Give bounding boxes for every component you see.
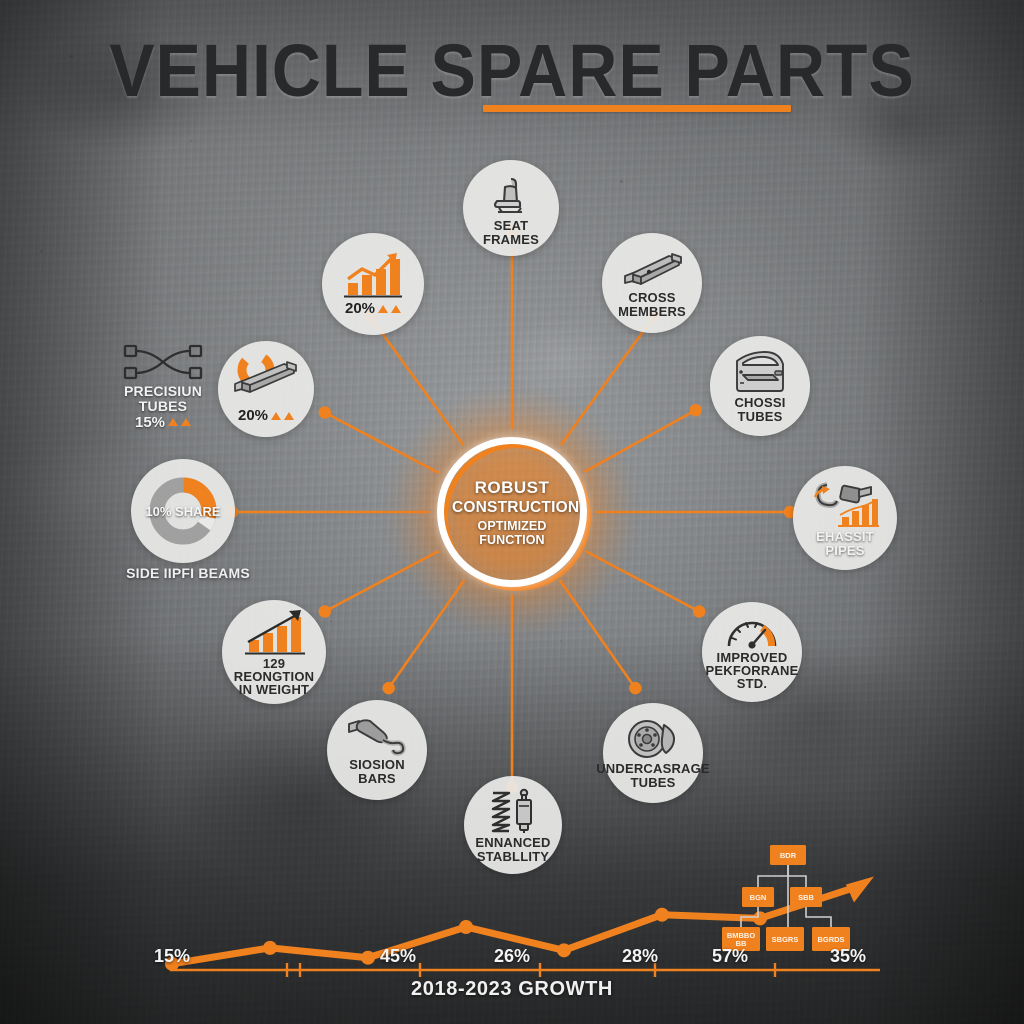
exhaust-pipe-icon	[810, 479, 880, 529]
center-hub[interactable]: ROBUST CONSTRUCTION OPTIMIZED FUNCTION	[437, 437, 587, 587]
car-door-icon	[729, 349, 791, 395]
node-ennanced-stability[interactable]: ENNANCED STABLLITY	[464, 776, 562, 874]
stat-badge: 15%	[135, 414, 191, 431]
growth-point-label: 57%	[712, 946, 748, 967]
growth-chart-axis-label: 2018-2023 GROWTH	[0, 978, 1024, 1001]
triangle-up-icon	[168, 418, 178, 426]
stat-badge: 20%	[238, 407, 294, 424]
node-label: SIOSION BARS	[327, 758, 427, 785]
node-label: 129 REONGTION IN WEIGHT	[222, 657, 326, 697]
node-chossi-tubes[interactable]: CHOSSI TUBES	[710, 336, 810, 436]
growth-point-label: 15%	[154, 946, 190, 967]
car-seat-icon	[487, 170, 535, 218]
node-label: PRECISIUN TUBES	[100, 384, 226, 413]
node-side-impact-beams[interactable]: 10% SHARE	[131, 459, 235, 563]
node-cross-members[interactable]: CROSS MEMBERS	[602, 233, 702, 333]
stat-value: 10% SHARE	[145, 504, 220, 519]
stat-value: 20%	[238, 407, 268, 424]
org-chart-box-label: BDR	[780, 851, 797, 860]
growth-point-label: 45%	[380, 946, 416, 967]
cross-beam-icon	[619, 248, 685, 290]
node-label: CHOSSI TUBES	[710, 396, 810, 423]
bar-chart-arrow-icon	[241, 608, 307, 656]
node-label: ENNANCED STABLLITY	[464, 836, 562, 863]
node-ehassit-pipes[interactable]: EHASSIT PIPES	[793, 466, 897, 570]
bar-chart-up-icon	[342, 251, 404, 299]
node-label: IMPROVED PEKFORRANE STD.	[701, 651, 804, 691]
coil-shock-icon	[486, 787, 540, 835]
org-chart-box-label: SBB	[798, 893, 814, 902]
stat-value: 20%	[345, 300, 375, 317]
title-block: VEHICLE SPARE PARTS	[0, 36, 1024, 106]
node-seat-frames[interactable]: SEAT FRAMES	[463, 160, 559, 256]
page-title: VEHICLE SPARE PARTS	[41, 36, 983, 106]
triangle-up-icon	[391, 305, 401, 313]
node-siosion-bars[interactable]: SIOSION BARS	[327, 700, 427, 800]
org-chart-box-label: BGN	[750, 893, 767, 902]
hub-line-2: CONSTRUCTION	[452, 499, 572, 517]
node-label-side-impact-beams: SIDE IIPFI BEAMS	[113, 566, 263, 580]
stat-badge: 20%	[345, 300, 401, 317]
triangle-up-icon	[378, 305, 388, 313]
crossed-tubes-icon	[120, 341, 206, 383]
node-beam-20[interactable]: 20%	[218, 341, 314, 437]
node-undercasrage-tubes[interactable]: UNDERCASRAGE TUBES	[603, 703, 703, 803]
node-label: SEAT FRAMES	[463, 219, 559, 246]
node-label: CROSS MEMBERS	[602, 291, 702, 318]
node-growth-20[interactable]: 20%	[322, 233, 424, 335]
triangle-up-icon	[181, 418, 191, 426]
org-chart-diagram: BDRBGNSBBBMBBOBBSBGRSBGRDS	[722, 843, 882, 958]
muffler-icon	[344, 715, 410, 757]
stat-value: 15%	[135, 414, 165, 431]
triangle-up-icon	[284, 412, 294, 420]
gauge-icon	[724, 614, 780, 650]
triangle-up-icon	[271, 412, 281, 420]
hub-line-3: OPTIMIZED FUNCTION	[452, 519, 572, 547]
node-precisiun-tubes[interactable]: PRECISIUN TUBES 15%	[100, 336, 226, 436]
org-chart-box-label: BGRDS	[817, 935, 844, 944]
stat-badge: 10% SHARE	[145, 504, 220, 519]
hub-text-block: ROBUST CONSTRUCTION OPTIMIZED FUNCTION	[452, 478, 572, 547]
growth-point-label: 28%	[622, 946, 658, 967]
node-improved-performance[interactable]: IMPROVED PEKFORRANE STD.	[702, 602, 802, 702]
brake-disc-icon	[624, 717, 682, 761]
beam-donut-icon	[230, 354, 302, 406]
growth-point-label: 35%	[830, 946, 866, 967]
node-label: UNDERCASRAGE TUBES	[591, 762, 715, 789]
node-label: EHASSIT PIPES	[793, 530, 897, 557]
org-chart-box-label: SBGRS	[772, 935, 799, 944]
hub-line-1: ROBUST	[452, 478, 572, 498]
growth-point-label: 26%	[494, 946, 530, 967]
node-weight-reduction[interactable]: 129 REONGTION IN WEIGHT	[222, 600, 326, 704]
